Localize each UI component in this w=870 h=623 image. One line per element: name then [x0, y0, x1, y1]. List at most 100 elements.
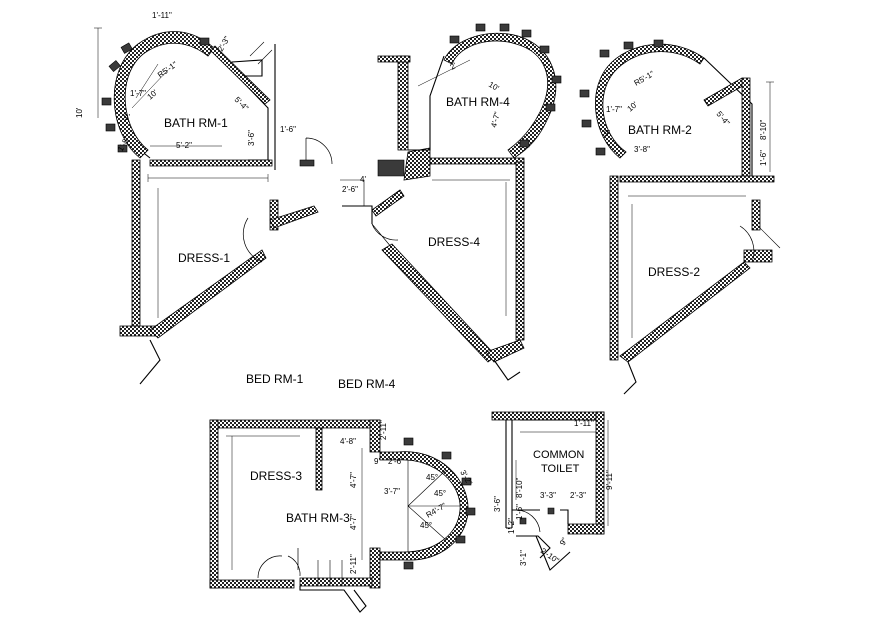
dim-label: 5'-4" — [233, 95, 251, 113]
wall-block — [581, 119, 592, 128]
dim-label: 9' — [124, 113, 130, 122]
wall-block — [441, 451, 452, 460]
wall-block — [521, 29, 532, 38]
wall-block — [105, 123, 116, 132]
dim-label: 10' — [75, 107, 84, 118]
bath-rm-3-label: BATH RM-3 — [286, 511, 350, 525]
dim-label: 1'-7" — [606, 105, 622, 114]
dress-2-door — [739, 225, 755, 263]
toilet-door — [515, 509, 541, 533]
wall-block — [120, 42, 133, 54]
dim-label: 1'-2" — [507, 518, 516, 534]
bed-rm-4-label: BED RM-4 — [338, 377, 396, 391]
dress-4-entry-wall — [371, 189, 405, 217]
dress-4-door — [371, 223, 399, 249]
dim-label: R4'-7" — [425, 501, 448, 520]
dim-label: 1'-6" — [515, 504, 524, 520]
wall-block — [539, 45, 550, 54]
dress-2-door-wall — [743, 249, 773, 263]
dress-3-left-wall — [209, 419, 219, 589]
bath-rm-2-label: BATH RM-2 — [628, 123, 692, 137]
wall-block — [547, 507, 555, 515]
bath-1-door — [305, 137, 333, 165]
dim-label: 4'-8" — [340, 437, 356, 446]
dress-1-entry-wall — [269, 205, 319, 229]
bath-1-niche — [231, 59, 263, 77]
wall-block — [519, 517, 527, 525]
dress-1-door — [242, 217, 263, 263]
wall-block — [579, 89, 590, 98]
dim-label: 4'-7" — [349, 514, 358, 530]
dim-label: 10' — [626, 100, 640, 114]
bath-3-step-lines — [317, 560, 343, 586]
bath-3-curved-bay — [379, 451, 469, 561]
bath-rm-1-label: BATH RM-1 — [164, 116, 228, 130]
dim-label: 3'-7" — [384, 487, 400, 496]
dress-2-label: DRESS-2 — [648, 265, 700, 279]
dim-label: 2'-6" — [342, 185, 358, 194]
dim-label: R5'-1" — [156, 60, 179, 80]
bed-rm-1-label: BED RM-1 — [246, 372, 304, 386]
wall-block — [403, 561, 414, 570]
dim-label: 8'-10" — [759, 119, 768, 140]
dim-label: 45° — [434, 489, 446, 498]
dim-label: 9' — [604, 129, 610, 138]
wall-block — [551, 75, 562, 84]
unit-3: DRESS-3 BATH RM-3 4'-8" 2'-11" 9' 2'-6" … — [209, 419, 476, 613]
bath-4-inner — [408, 55, 445, 151]
bath-2-curved-wall — [595, 43, 705, 159]
wall-block — [499, 23, 510, 32]
bath-4-dress-4-divider — [429, 157, 525, 165]
wall-block — [108, 60, 121, 73]
dress-3-label: DRESS-3 — [250, 469, 302, 483]
bath-1-niche-lines — [249, 41, 273, 65]
dim-label: 2'-6" — [388, 457, 404, 466]
dim-label: 3'-3" — [540, 491, 556, 500]
bath-3-door — [287, 548, 301, 577]
dress-2-diagonal-wall — [619, 261, 751, 363]
common-toilet-label-line2: TOILET — [541, 463, 580, 475]
dress-4-bottom-wall — [485, 339, 525, 363]
dim-label: 2'-3" — [216, 35, 232, 53]
wall-block — [623, 41, 634, 50]
bath-2-diagonal — [703, 57, 753, 180]
dim-label: 4' — [360, 175, 366, 184]
dress-1-left-wall — [131, 159, 141, 331]
bath-2-right-wall — [741, 77, 751, 181]
wall-block — [449, 35, 460, 44]
unit-2: BATH RM-2 DRESS-2 R5'-1" 10' 1'-7" 9' 5'… — [579, 39, 781, 395]
dim-label: 10' — [146, 88, 160, 102]
dim-label: 3'-1" — [519, 550, 528, 566]
dim-label: 1'-11" — [152, 11, 172, 20]
wall-block — [199, 37, 210, 46]
dim-label: 4'-7" — [349, 472, 358, 488]
bath-3-lower-wall — [369, 547, 381, 589]
dress-2-right-wall — [751, 199, 761, 231]
dim-label: 8'-10" — [515, 477, 524, 498]
wall-block — [465, 507, 476, 516]
dress-1-corner — [139, 339, 161, 385]
dress-4-label: DRESS-4 — [428, 235, 480, 249]
common-toilet-label-line1: COMMON — [533, 449, 584, 461]
bath-rm-4-label: BATH RM-4 — [446, 95, 510, 109]
dress-2-corner — [623, 361, 637, 395]
dress-4-diagonal-wall — [381, 243, 497, 363]
common-toilet: COMMON TOILET 1'-11" 8'-10" 9'-11" 1'-6"… — [491, 411, 614, 571]
wall-block — [101, 97, 112, 106]
toilet-entry — [516, 535, 571, 571]
dim-label: 9" — [558, 536, 570, 547]
dim-label: 10' — [487, 80, 501, 93]
dim-label: 5'-2" — [176, 141, 192, 150]
wall-block — [595, 147, 606, 156]
wall-block — [545, 103, 556, 112]
dim-line — [417, 59, 471, 87]
toilet-left-partition — [505, 420, 513, 529]
dim-label: R5'-1" — [633, 69, 656, 88]
dim-label: 1'-11" — [574, 419, 594, 428]
dim-label: 9' — [374, 457, 380, 466]
bath-4-door-frame — [340, 179, 365, 206]
dim-label: 45° — [420, 521, 432, 530]
dress-4-corner — [493, 359, 521, 381]
wall-block — [403, 437, 414, 446]
